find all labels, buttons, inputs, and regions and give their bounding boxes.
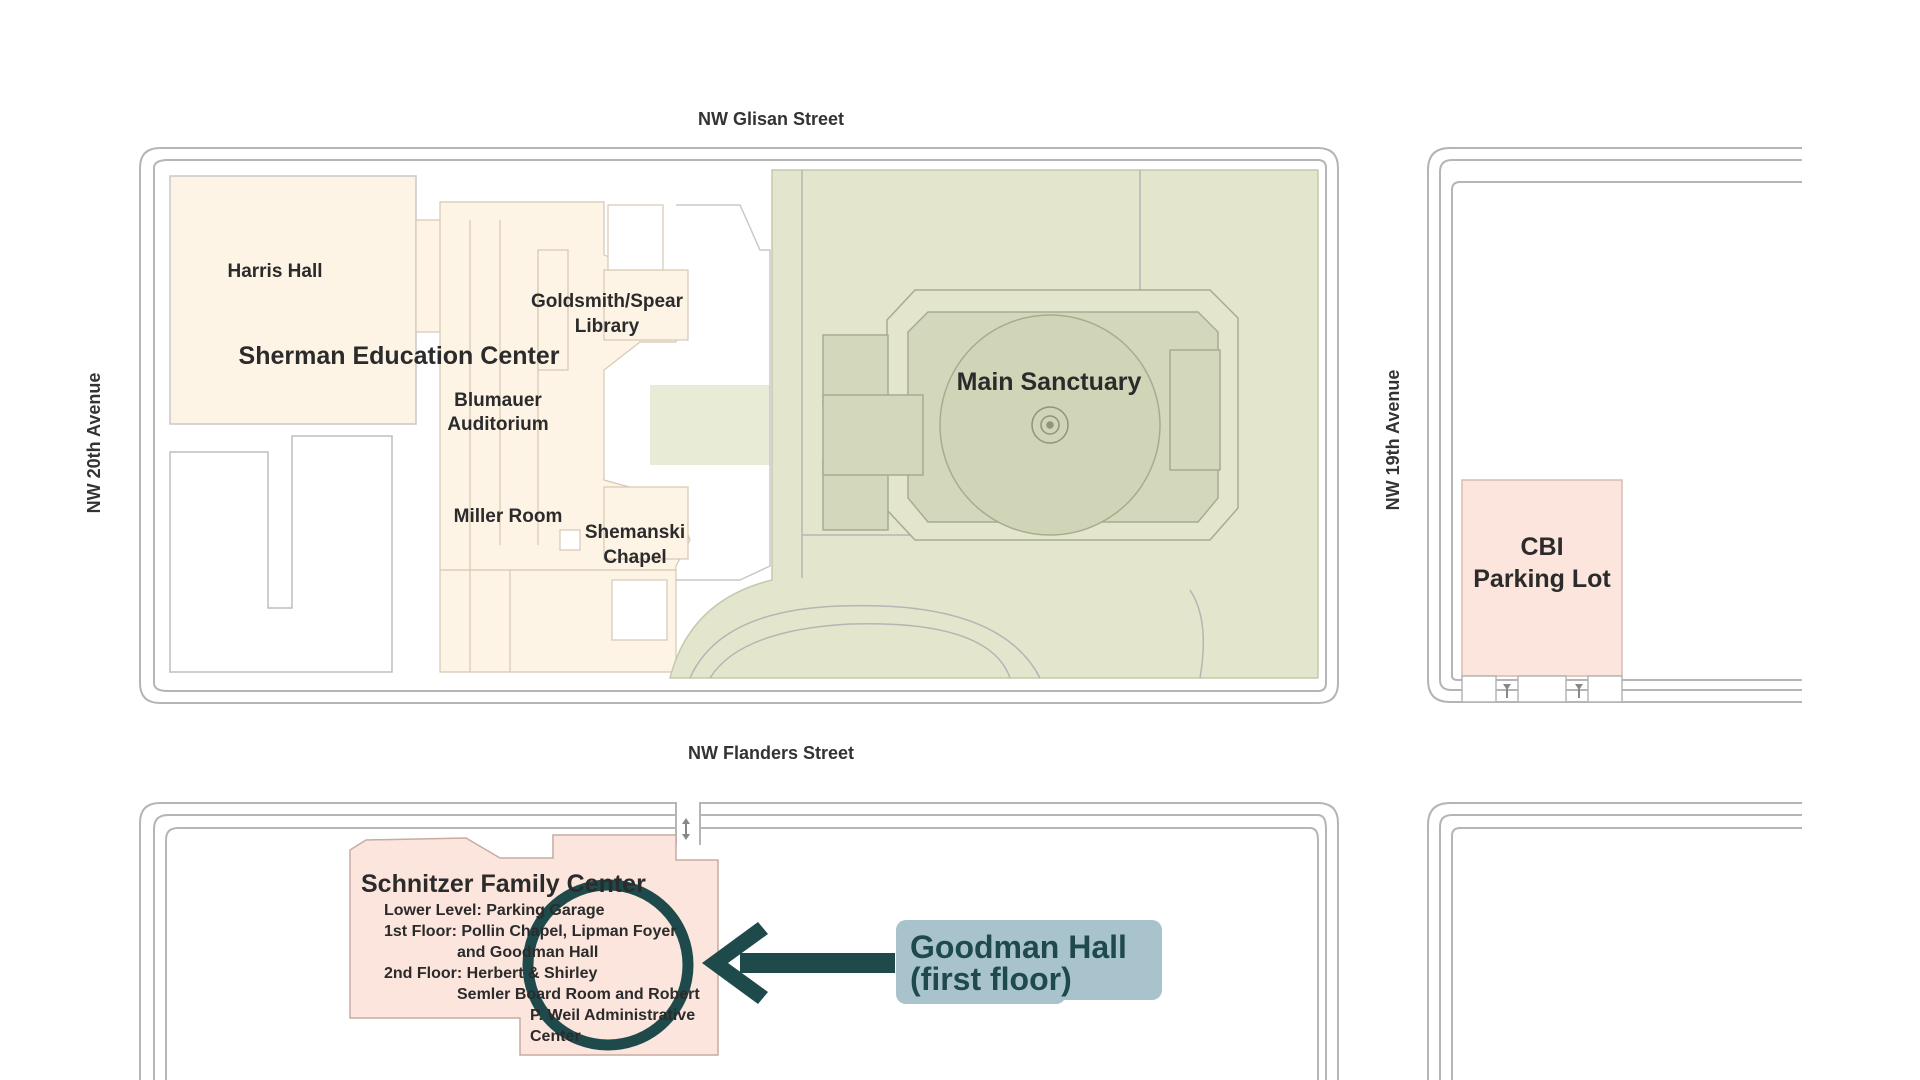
library-label-line2: Library: [575, 316, 640, 337]
schnitzer-title: Schnitzer Family Center: [361, 870, 646, 898]
south-block-outline: [139, 802, 1339, 1080]
sherman-education-center-label: Sherman Education Center: [239, 342, 560, 370]
rosette-icon: [1031, 406, 1069, 444]
harris-hall-label: Harris Hall: [227, 261, 322, 282]
main-sanctuary-building: [822, 289, 1239, 541]
arrow-left-icon: [702, 922, 895, 1004]
miller-room-label: Miller Room: [454, 506, 563, 527]
schnitzer-line: 2nd Floor: Herbert & Shirley: [384, 965, 597, 982]
street-label-south: NW Flanders Street: [688, 743, 854, 763]
schnitzer-line: 1st Floor: Pollin Chapel, Lipman Foyer: [384, 923, 676, 940]
north-block-outline: [139, 147, 1339, 704]
schnitzer-line: Lower Level: Parking Garage: [384, 902, 605, 919]
schnitzer-line: Semler Board Room and Robert: [457, 986, 700, 1003]
parking-lot-label-line2: Parking Lot: [1473, 565, 1611, 593]
schnitzer-line: P. Weil Administrative: [530, 1007, 695, 1024]
chapel-label-line1: Shemanski: [585, 522, 685, 543]
courtyard-outline: [676, 204, 771, 581]
east-block-outline: [1427, 147, 1802, 703]
harris-hall-building: [169, 175, 417, 425]
main-sanctuary-label: Main Sanctuary: [957, 368, 1142, 396]
schnitzer-line: Center: [530, 1028, 581, 1045]
south-east-block-outline: [1427, 802, 1802, 1080]
callout-line1: Goodman Hall: [910, 929, 1127, 965]
courtyard-connector: [650, 385, 770, 465]
blumauer-label-line2: Auditorium: [447, 414, 548, 435]
sherman-wing: [415, 201, 691, 673]
arrow-up-icon: [1503, 684, 1583, 698]
street-label-east: NW 19th Avenue: [1383, 370, 1403, 511]
circle-highlight-icon: [522, 879, 694, 1051]
blumauer-label-line1: Blumauer: [454, 390, 542, 411]
schnitzer-line: and Goodman Hall: [457, 944, 598, 961]
parking-structure-outline: [169, 435, 393, 673]
parking-entrance: [1461, 675, 1623, 703]
callout-line2: (first floor): [910, 961, 1072, 997]
parking-lot-label-line1: CBI: [1520, 533, 1563, 561]
library-label-line1: Goldsmith/Spear: [531, 291, 684, 312]
chapel-label-line2: Chapel: [603, 547, 666, 568]
garage-arrows: [682, 818, 690, 840]
street-label-north: NW Glisan Street: [698, 109, 844, 129]
goodman-hall-callout-tail: [896, 960, 1066, 1004]
street-label-west: NW 20th Avenue: [84, 373, 104, 514]
